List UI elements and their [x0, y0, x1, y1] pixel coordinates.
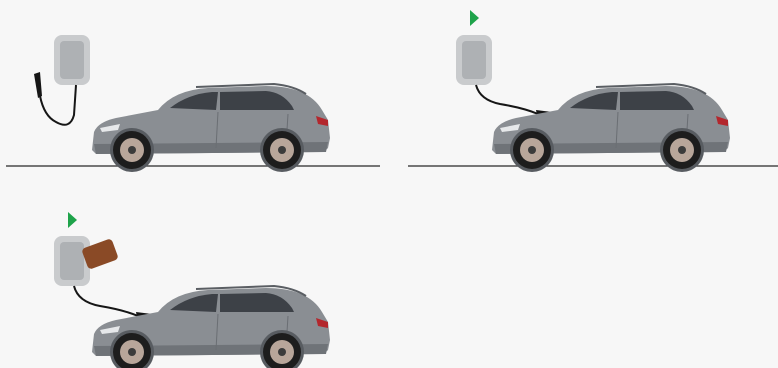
green-play-arrow-icon: [470, 10, 479, 26]
wallbox-charger-icon: [54, 35, 90, 85]
car: [492, 84, 730, 172]
wallbox-charger-icon: [54, 236, 90, 286]
cable-connector: [34, 72, 42, 98]
car: [92, 84, 330, 172]
panel-authorize-with-card: [54, 212, 330, 368]
charging-cable: [40, 85, 76, 125]
wallbox-charger-icon: [456, 35, 492, 85]
panel-plugged-in: [408, 10, 778, 172]
panel-unplugged: [6, 35, 380, 172]
green-play-arrow-icon: [68, 212, 77, 228]
car: [92, 286, 330, 368]
